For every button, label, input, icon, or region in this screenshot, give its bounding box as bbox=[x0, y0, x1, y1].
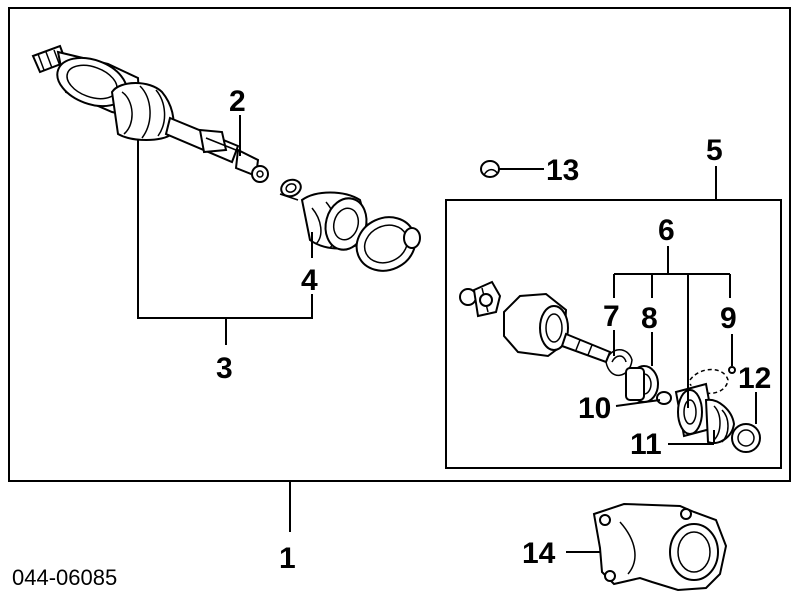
assembly-frame bbox=[8, 7, 791, 482]
callout-1: 1 bbox=[279, 542, 296, 575]
diagram-code: 044-06085 bbox=[12, 565, 117, 590]
bracket-14-drawing bbox=[592, 502, 728, 592]
callout-12: 12 bbox=[738, 362, 771, 395]
callout-9: 9 bbox=[720, 302, 737, 335]
boot-kit-drawing bbox=[300, 191, 421, 272]
inner-joint-drawing bbox=[459, 280, 761, 453]
callout-13: 13 bbox=[546, 154, 579, 187]
callout-14: 14 bbox=[522, 537, 556, 570]
callout-6: 6 bbox=[658, 214, 675, 247]
drive-shaft-drawing bbox=[31, 44, 269, 183]
small-ring-drawing bbox=[279, 178, 302, 201]
callout-2: 2 bbox=[229, 85, 246, 118]
callout-3: 3 bbox=[216, 352, 233, 385]
callout-8: 8 bbox=[641, 302, 658, 335]
callout-10: 10 bbox=[578, 392, 611, 425]
callout-11: 11 bbox=[630, 428, 662, 461]
callout-7: 7 bbox=[603, 300, 620, 333]
callout-5: 5 bbox=[706, 134, 723, 167]
callout-4: 4 bbox=[301, 264, 318, 297]
leader-lines bbox=[137, 115, 757, 553]
ring-13-drawing bbox=[480, 160, 500, 178]
subassembly-box bbox=[445, 199, 782, 469]
